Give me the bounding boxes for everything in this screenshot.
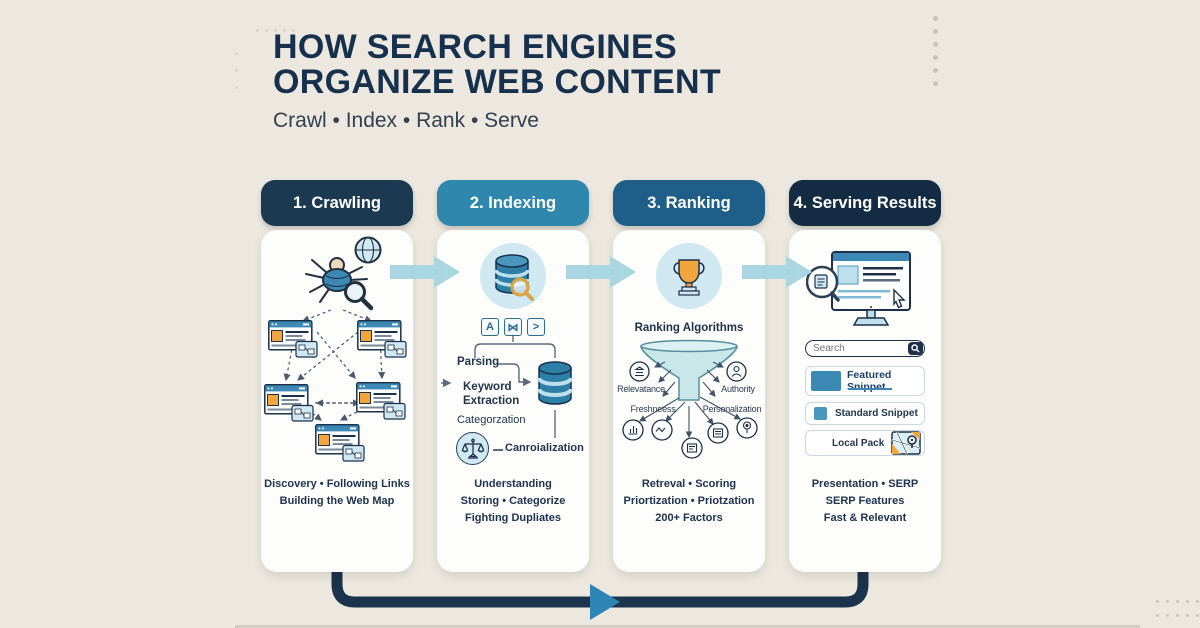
ranking-subtitle: Ranking Algorithms — [634, 322, 744, 334]
crawling-caption-line2: Building the Web Map — [279, 495, 395, 507]
stage-pill-indexing-label: 2. Indexing — [469, 193, 557, 212]
decor-dots-bottom-right — [1156, 600, 1199, 617]
indexing-caption-line3: Fighting Dupliates — [465, 512, 561, 524]
flow-connector-line — [331, 558, 869, 620]
ranking-caption-line1: Retreval • Scoring — [641, 478, 737, 490]
indexing-caption-line2: Storing • Categorize — [460, 495, 566, 507]
serving-caption-line3: Fast & Relevant — [823, 512, 907, 524]
featured-snippet-label: Featured Snippet — [847, 369, 892, 393]
stage-pill-crawling: 1. Crawling — [261, 180, 413, 226]
local-pack-box: Local Pack — [805, 430, 925, 456]
featured-snippet-box: Featured Snippet — [805, 366, 925, 396]
scales-connector — [493, 449, 503, 451]
ranking-caption-line2: Priortization • Priotzation — [623, 495, 755, 507]
standard-snippet-label: Standard Snippet — [835, 408, 918, 419]
decor-dots-top-left — [256, 29, 295, 32]
location-pin-icon — [742, 421, 752, 433]
funnel-icon — [640, 346, 738, 401]
tag-letter-icon: A — [481, 318, 499, 336]
page-title-line1: HOW SEARCH ENGINES — [273, 28, 677, 66]
local-pack-label: Local Pack — [832, 437, 885, 449]
page-title-line2: ORGANIZE WEB CONTENT — [273, 63, 721, 101]
scales-icon — [456, 432, 489, 465]
flow-arrowhead — [590, 584, 620, 620]
factor-relevance: Relevatance — [617, 384, 665, 394]
user-icon — [731, 365, 742, 377]
header: HOW SEARCH ENGINES ORGANIZE WEB CONTENT … — [273, 30, 721, 133]
spider-crawler-icon — [305, 236, 382, 311]
decor-dots-left — [235, 52, 238, 89]
stage-pill-indexing: 2. Indexing — [437, 180, 589, 226]
stage-pill-crawling-label: 1. Crawling — [292, 193, 382, 212]
tag-code-icon: > — [527, 318, 545, 336]
card-crawling: Discovery • Following Links Building the… — [261, 230, 413, 572]
stage-arrow-1-icon — [390, 256, 460, 288]
factor-freshness: Freshneess — [630, 404, 676, 414]
stage-pill-ranking-label: 3. Ranking — [647, 193, 731, 212]
webpage-icon — [356, 382, 406, 420]
featured-snippet-thumbnail — [811, 371, 841, 391]
card-serving: Featured Snippet Standard Snippet Local … — [789, 230, 941, 572]
trophy-icon — [656, 243, 722, 309]
serving-caption-line1: Presentation • SERP — [811, 478, 919, 490]
map-pin-icon — [907, 435, 917, 448]
crawling-caption-line1: Discovery • Following Links — [264, 478, 410, 490]
stage-pill-serving-label: 4. Serving Results — [793, 193, 937, 212]
metric-icon — [628, 426, 638, 435]
index-database-icon — [537, 361, 573, 405]
crawling-caption: Discovery • Following Links Building the… — [261, 476, 413, 510]
ranking-caption-line3: 200+ Factors — [655, 512, 723, 524]
indexing-tree-lines — [441, 336, 556, 438]
card-ranking: Ranking Algorithms — [613, 230, 765, 572]
document-icon — [712, 428, 724, 438]
step-canonicalization: Canroialization — [505, 442, 584, 454]
ranking-caption: Retreval • Scoring Priortization • Priot… — [613, 476, 765, 527]
webpage-icon — [357, 320, 407, 358]
serving-caption: Presentation • SERP SERP Features Fast &… — [789, 476, 941, 527]
stage-arrow-2-icon — [566, 256, 636, 288]
stage-arrow-3-icon — [742, 256, 812, 288]
serving-caption-line2: SERP Features — [825, 495, 905, 507]
card-indexing: A ⋈ > Parsing Keyword Extraction Categor… — [437, 230, 589, 572]
step-parsing: Parsing — [457, 356, 500, 368]
map-icon — [891, 431, 921, 455]
webpage-icon — [264, 384, 314, 422]
decor-dots-top-right — [933, 16, 938, 86]
step-categorization: Categorzation — [457, 414, 526, 426]
webpage-icon — [268, 320, 318, 358]
webpage-icon — [315, 424, 365, 462]
bottom-shadow — [235, 625, 1140, 628]
standard-snippet-box: Standard Snippet — [805, 402, 925, 425]
monitor-serp-icon — [806, 251, 911, 326]
database-search-icon — [480, 243, 546, 309]
globe-icon — [354, 236, 382, 264]
web-map-diagram — [264, 309, 407, 462]
standard-snippet-thumbnail — [814, 407, 827, 420]
structure-icon — [634, 366, 645, 377]
preview-magnifier-icon — [806, 265, 840, 302]
search-input[interactable] — [806, 343, 908, 354]
page-subtitle: Crawl • Index • Rank • Serve — [273, 109, 539, 132]
magnifier-icon — [344, 281, 374, 311]
tag-media-icon: ⋈ — [504, 318, 522, 336]
factor-personalization: Personalization — [702, 404, 762, 414]
featured-snippet-underline — [848, 387, 892, 390]
stage-pill-serving: 4. Serving Results — [789, 180, 941, 226]
ranking-funnel-diagram — [622, 339, 758, 459]
indexing-caption-line1: Understanding — [474, 478, 552, 490]
indexing-caption: Understanding Storing • Categorize Fight… — [437, 476, 589, 527]
cursor-icon — [893, 288, 906, 309]
search-bar — [805, 340, 925, 357]
content-tags: A ⋈ > — [437, 318, 589, 336]
page-icon — [686, 443, 698, 453]
stage-pill-ranking: 3. Ranking — [613, 180, 765, 226]
signal-icon — [655, 427, 666, 433]
step-keyword-extraction: Keyword Extraction — [463, 381, 520, 407]
search-button[interactable] — [908, 342, 923, 355]
factor-authority: Authority — [721, 384, 755, 394]
